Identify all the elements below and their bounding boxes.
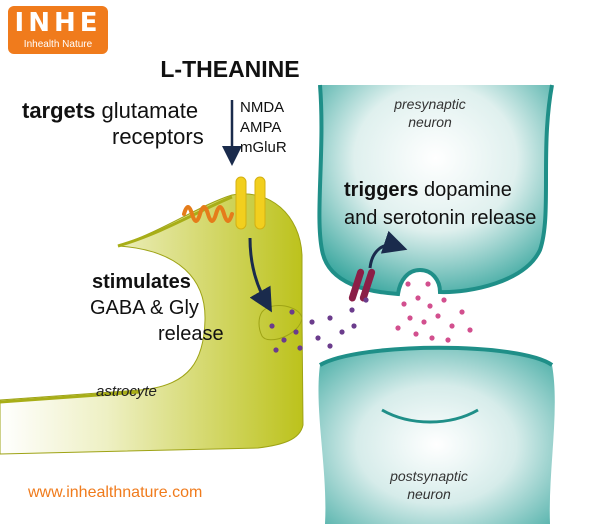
gaba-molecule-dot <box>289 309 295 315</box>
gaba-molecule-dot <box>327 343 333 349</box>
glutamate-receptor-left-icon <box>235 176 247 230</box>
postsynaptic-density <box>381 408 479 424</box>
gaba-molecule-dot <box>309 319 315 325</box>
dopamine-molecule-dot <box>425 281 431 287</box>
stimulates-label: stimulates <box>92 271 191 293</box>
dopamine-molecule-dot <box>441 297 447 303</box>
inhe-logo: INHE Inhealth Nature <box>8 6 108 54</box>
presynaptic-label: presynaptic neuron <box>380 95 480 131</box>
astrocyte-label: astrocyte <box>96 383 157 400</box>
gaba-molecule-dot <box>315 335 321 341</box>
triggers-strong: triggers <box>344 179 419 201</box>
gaba-molecule-dot <box>327 315 333 321</box>
dopamine-molecule-dot <box>429 335 435 341</box>
receptor-list: NMDA AMPA mGluR <box>240 98 287 158</box>
dopamine-molecule-dot <box>459 309 465 315</box>
targets-label: targets glutamate <box>22 98 198 124</box>
astrocyte-membrane-top <box>117 195 233 248</box>
dopamine-molecule-dot <box>445 337 451 343</box>
dopamine-molecule-dot <box>467 327 473 333</box>
gaba-molecule-dot <box>363 297 369 303</box>
logo-brand: INHE <box>14 8 102 38</box>
theanine-molecule-icon <box>182 205 234 223</box>
arrow-to-dopamine-release <box>368 230 408 269</box>
dopamine-molecule-dot <box>413 331 419 337</box>
dopamine-molecule-dot <box>405 281 411 287</box>
dopamine-molecule-dot <box>427 303 433 309</box>
dopamine-molecule-dot <box>449 323 455 329</box>
gaba-molecule-dot <box>351 323 357 329</box>
receptor-nmda: NMDA <box>240 99 285 116</box>
postsynaptic-label-line2: neuron <box>407 486 451 502</box>
logo-tagline: Inhealth Nature <box>23 39 93 50</box>
presynaptic-label-line2: neuron <box>408 114 452 130</box>
receptor-ampa: AMPA <box>240 119 282 136</box>
dopamine-molecule-dot <box>421 319 427 325</box>
triggers-label-line2: and serotonin release <box>344 207 537 229</box>
dopamine-molecule-dot <box>395 325 401 331</box>
postsynaptic-label-line1: postsynaptic <box>390 468 468 484</box>
postsynaptic-membrane <box>319 345 554 367</box>
presynaptic-label-line1: presynaptic <box>394 96 466 112</box>
presynaptic-membrane <box>317 84 554 297</box>
targets-label-line2: receptors <box>112 124 204 149</box>
targets-strong: targets <box>22 98 96 123</box>
website-url: www.inhealthnature.com <box>28 484 203 501</box>
receptor-mglur: mGluR <box>240 139 287 156</box>
gaba-molecule-dot <box>269 323 275 329</box>
triggers-rest: dopamine <box>418 179 512 201</box>
gaba-molecule-dot <box>349 307 355 313</box>
dopamine-molecule-dot <box>401 301 407 307</box>
targets-rest: glutamate <box>95 98 199 123</box>
diagram-title: L-THEANINE <box>160 56 300 82</box>
release-receptor-left-icon <box>348 268 365 302</box>
triggers-label: triggers dopamine <box>344 178 512 202</box>
dopamine-molecule-dot <box>435 313 441 319</box>
glutamate-receptor-right-icon <box>254 176 266 230</box>
postsynaptic-label: postsynaptic neuron <box>374 467 484 503</box>
gaba-molecule-dot <box>273 347 279 353</box>
arrow-receptor-to-gaba <box>248 237 272 313</box>
gaba-molecule-dot <box>339 329 345 335</box>
release-receptor-right-icon <box>359 268 376 302</box>
presynaptic-body <box>319 85 552 294</box>
stimulates-label-line3: release <box>158 323 224 345</box>
dopamine-serotonin-molecules <box>395 281 473 343</box>
gaba-gly-molecules <box>269 297 369 353</box>
dopamine-molecule-dot <box>407 315 413 321</box>
gaba-molecule-dot <box>293 329 299 335</box>
dopamine-molecule-dot <box>415 295 421 301</box>
gaba-molecule-dot <box>281 337 287 343</box>
astrocyte-membrane-bottom <box>0 390 141 404</box>
gaba-molecule-dot <box>297 345 303 351</box>
stimulates-label-line2: GABA & Gly <box>90 297 199 319</box>
postsynaptic-body <box>318 347 555 524</box>
